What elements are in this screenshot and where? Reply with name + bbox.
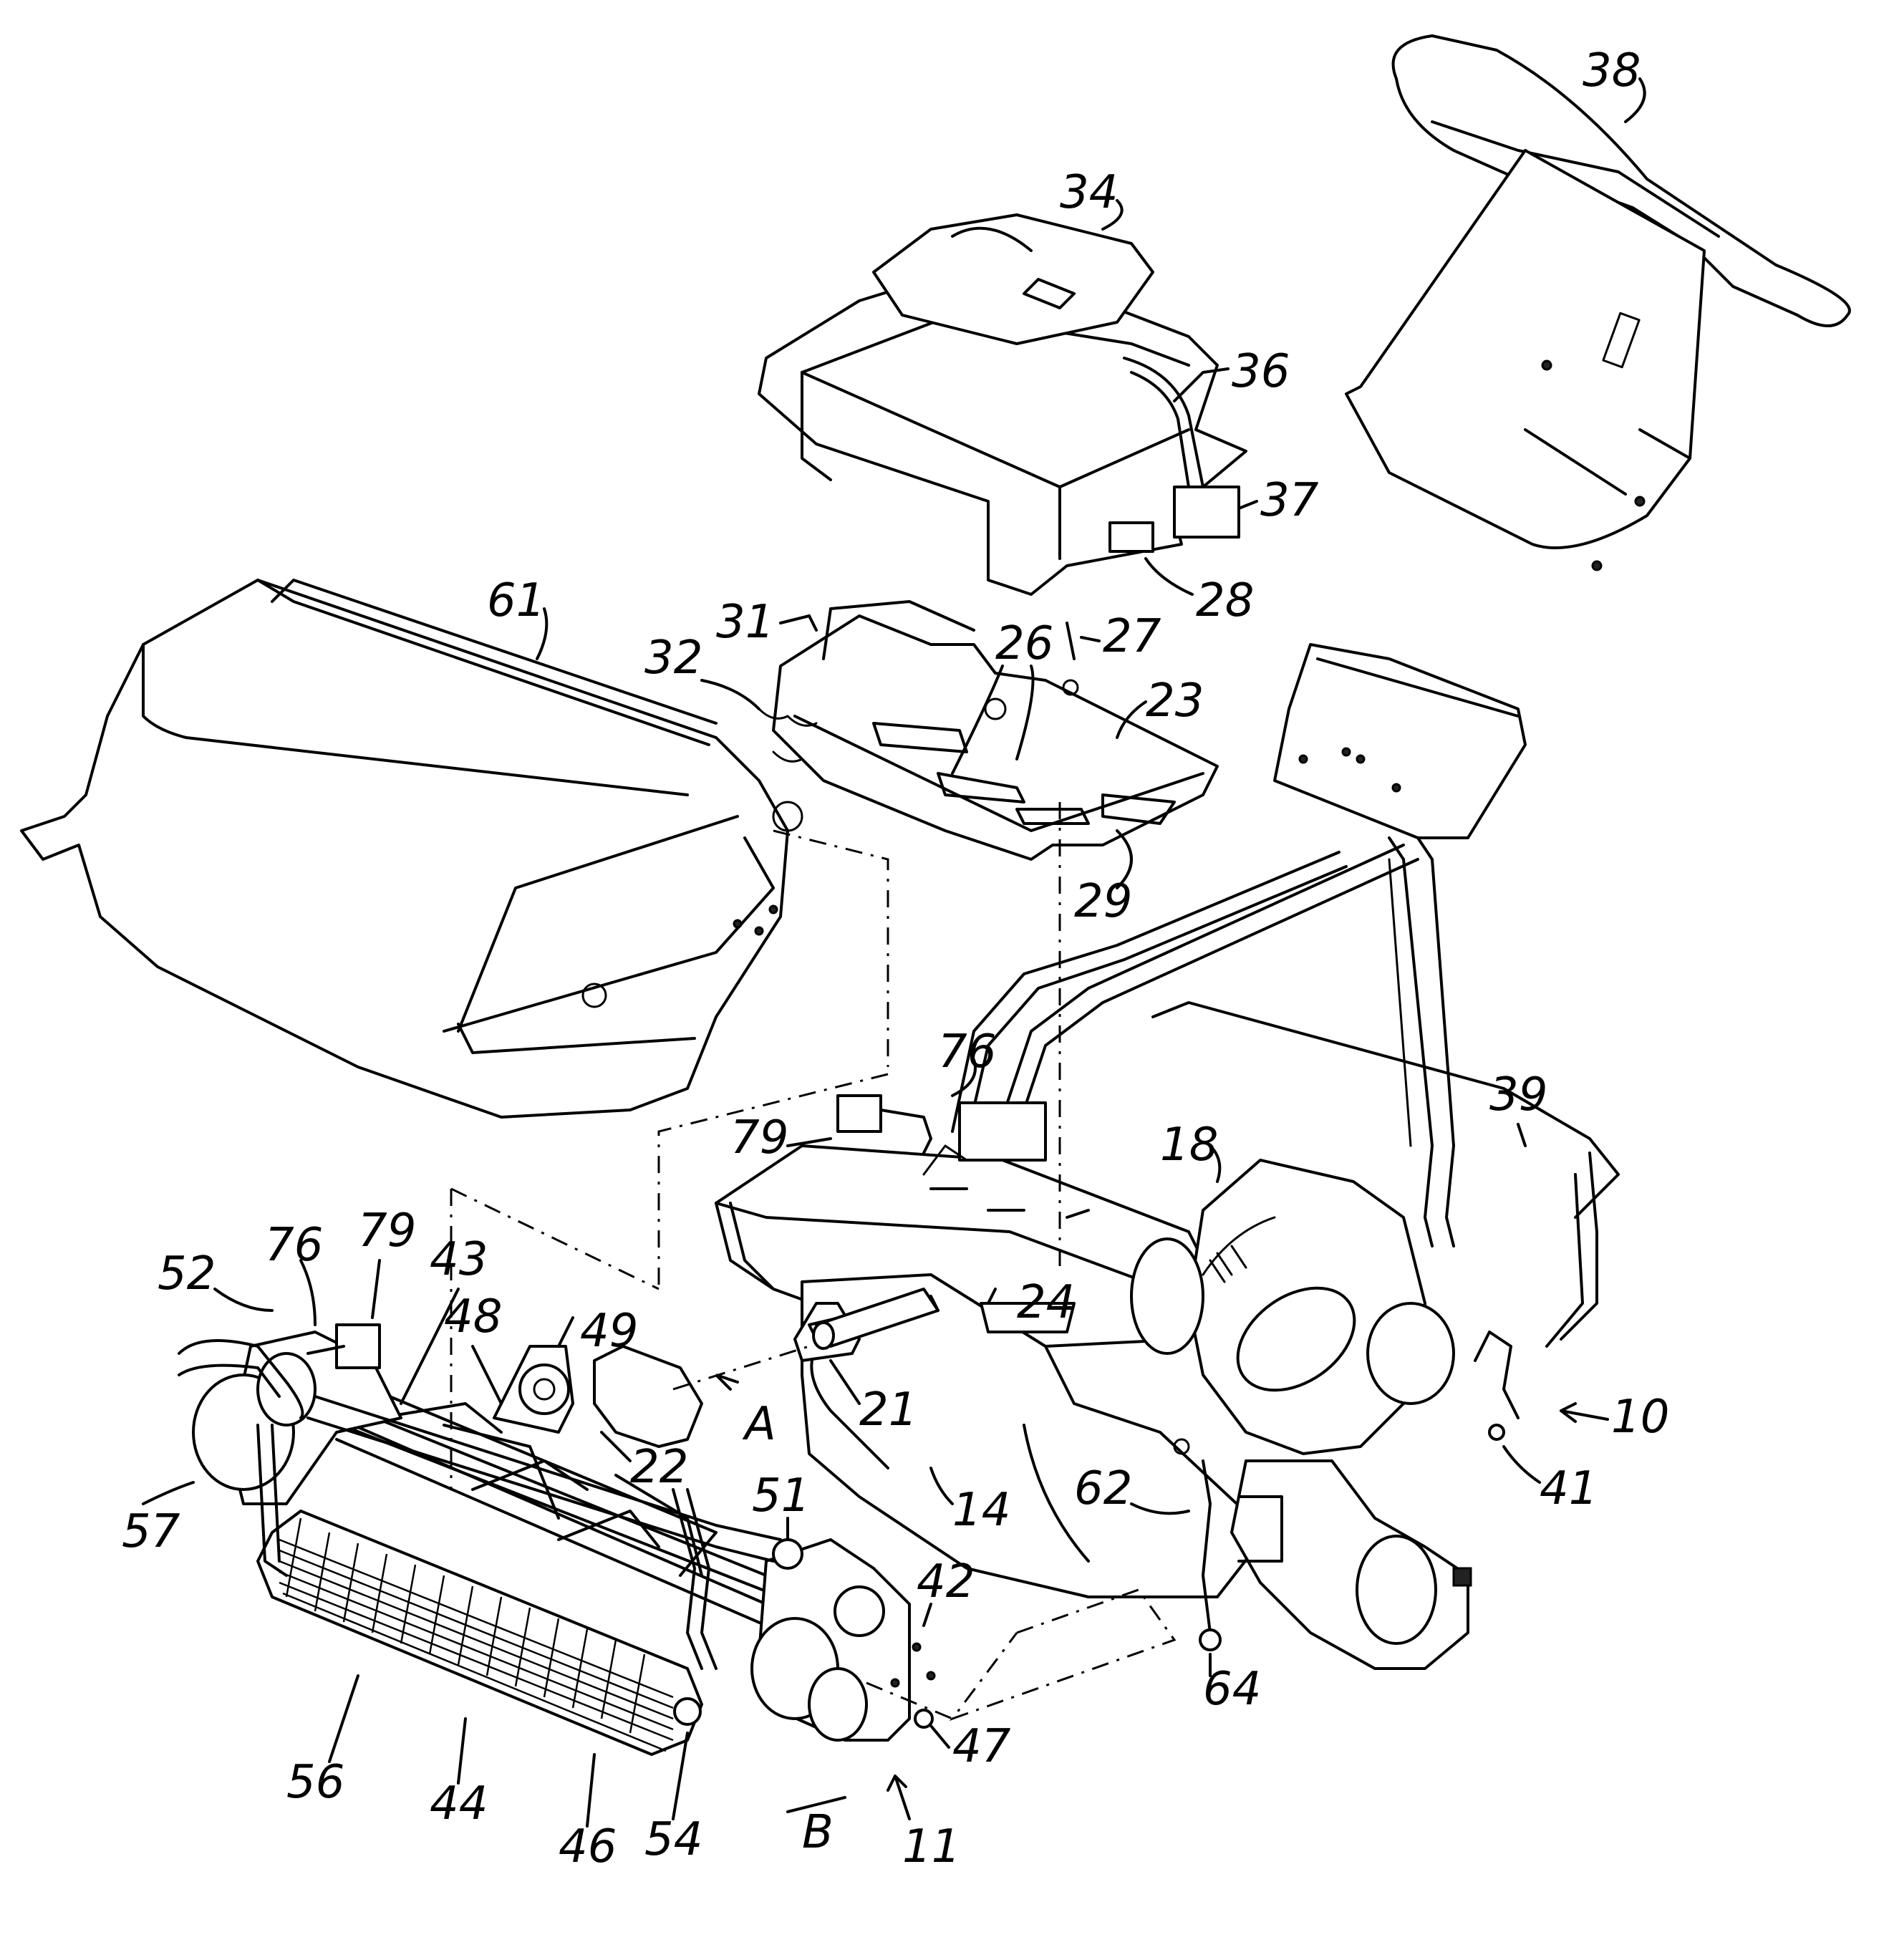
- label-21: 21: [859, 1384, 917, 1437]
- label-38: 38: [1583, 44, 1641, 97]
- label-31: 31: [716, 596, 774, 649]
- label-39: 39: [1489, 1068, 1547, 1121]
- label-56: 56: [286, 1756, 344, 1809]
- label-A: A: [742, 1398, 776, 1451]
- label-29: 29: [1074, 875, 1132, 928]
- engine-cover-assembly: [759, 215, 1246, 594]
- label-61: 61: [487, 574, 545, 627]
- label-47: 47: [952, 1720, 1011, 1773]
- label-49: 49: [580, 1305, 638, 1358]
- label-76-lower: 76: [265, 1219, 323, 1272]
- label-79-upper: 79: [730, 1111, 788, 1164]
- label-14: 14: [952, 1484, 1010, 1537]
- label-41: 41: [1540, 1462, 1598, 1515]
- label-48: 48: [444, 1290, 502, 1343]
- label-10: 10: [1611, 1391, 1669, 1444]
- label-B: B: [802, 1806, 834, 1859]
- label-27: 27: [1103, 610, 1161, 663]
- label-76-upper: 76: [938, 1025, 996, 1078]
- label-42: 42: [917, 1555, 975, 1608]
- label-24: 24: [1017, 1276, 1075, 1329]
- label-23: 23: [1146, 675, 1204, 728]
- label-37: 37: [1260, 474, 1319, 527]
- label-51: 51: [752, 1469, 810, 1522]
- label-57: 57: [122, 1505, 180, 1558]
- label-28: 28: [1196, 574, 1254, 627]
- label-36: 36: [1232, 345, 1290, 398]
- label-44: 44: [430, 1777, 488, 1830]
- label-34: 34: [1060, 166, 1118, 219]
- label-62: 62: [1074, 1462, 1132, 1515]
- label-26: 26: [995, 617, 1053, 670]
- label-64: 64: [1203, 1663, 1261, 1716]
- label-22: 22: [630, 1441, 688, 1494]
- label-79-lower: 79: [358, 1205, 416, 1257]
- label-11: 11: [902, 1820, 960, 1873]
- label-46: 46: [559, 1820, 617, 1873]
- label-32: 32: [644, 632, 702, 685]
- label-43: 43: [430, 1233, 488, 1286]
- label-54: 54: [644, 1813, 702, 1866]
- label-52: 52: [158, 1247, 216, 1300]
